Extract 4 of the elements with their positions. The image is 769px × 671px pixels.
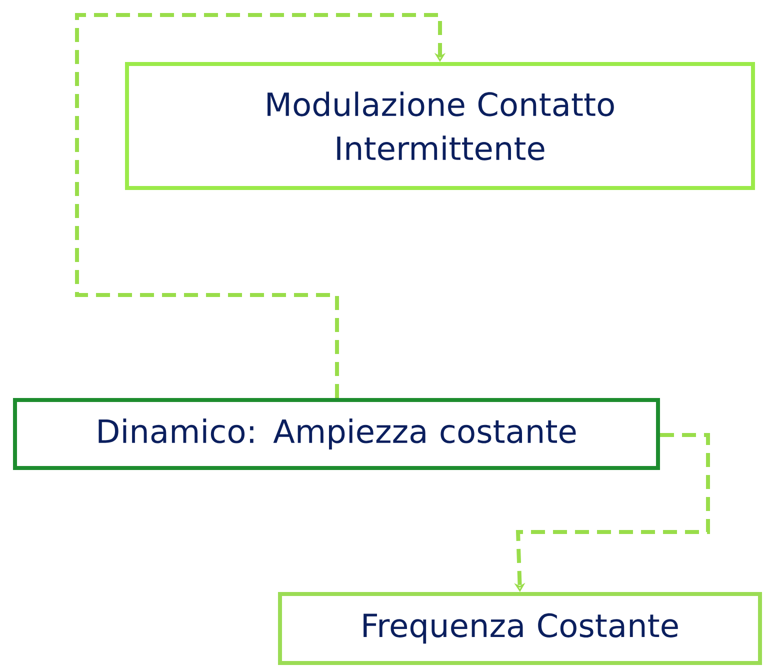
text-box: Frequenza Costante — [278, 592, 762, 665]
arrow — [75, 13, 446, 398]
text-box: Modulazione Contatto Intermittente — [125, 62, 755, 190]
text-box: Dinamico: Ampiezza costante — [13, 398, 660, 470]
